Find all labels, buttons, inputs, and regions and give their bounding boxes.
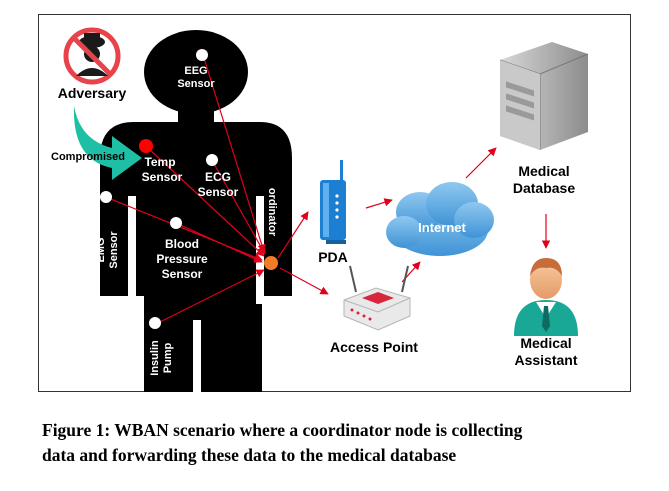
coordinator-label: Co ordinator xyxy=(253,188,278,237)
access-point-icon xyxy=(343,265,411,331)
ecg-label-1: ECG xyxy=(205,170,231,184)
temp-label-1: Temp xyxy=(144,155,175,169)
bp-label-2: Pressure xyxy=(156,252,208,266)
eeg-label-1: EEG xyxy=(184,65,207,77)
link-bp-coordinator xyxy=(177,223,263,263)
internet-label: Internet xyxy=(418,220,466,235)
link-eeg-coordinator xyxy=(203,57,266,253)
medical-assistant-label-2: Assistant xyxy=(514,352,577,368)
emg-sensor-node xyxy=(100,191,112,203)
link-emg-coordinator xyxy=(107,197,263,262)
bp-label-3: Sensor xyxy=(162,267,203,281)
bp-sensor-node xyxy=(170,217,182,229)
internet-cloud-icon xyxy=(386,182,494,256)
figure-caption: Figure 1: WBAN scenario where a coordina… xyxy=(42,418,642,468)
insulin-pump-node xyxy=(149,317,161,329)
caption-line-2: data and forwarding these data to the me… xyxy=(42,445,457,465)
link-temp-coordinator xyxy=(147,147,265,257)
temp-label-2: Sensor xyxy=(142,170,183,184)
bp-label-1: Blood xyxy=(165,237,199,251)
coordinator-node xyxy=(264,256,278,270)
access-point-label: Access Point xyxy=(330,339,418,355)
link-internet-database xyxy=(465,147,497,179)
link-insulin-coordinator xyxy=(155,269,265,325)
insulin-label: Insulin Pump xyxy=(149,340,174,376)
pda-label: PDA xyxy=(318,249,348,265)
temp-sensor-node xyxy=(139,139,153,153)
medical-assistant-label-1: Medical xyxy=(520,335,571,351)
ecg-sensor-node xyxy=(206,154,218,166)
link-pda-internet xyxy=(365,198,393,209)
adversary-arrow-icon xyxy=(73,106,142,180)
pda-icon xyxy=(320,160,346,244)
link-coordinator-pda xyxy=(277,211,309,259)
svg-text:Sensor: Sensor xyxy=(108,231,120,269)
svg-text:ordinator: ordinator xyxy=(266,188,278,237)
adversary-label: Adversary xyxy=(58,85,127,101)
svg-text:Insulin: Insulin xyxy=(149,340,161,376)
ecg-label-2: Sensor xyxy=(198,185,239,199)
medical-database-label-2: Database xyxy=(513,180,575,196)
human-body-silhouette xyxy=(100,30,292,392)
eeg-label-2: Sensor xyxy=(177,78,215,90)
emg-label: EMG Sensor xyxy=(95,231,120,269)
svg-text:Co: Co xyxy=(253,205,265,220)
adversary-icon xyxy=(63,27,121,85)
compromised-label: Compromised xyxy=(51,151,125,163)
caption-line-1: Figure 1: WBAN scenario where a coordina… xyxy=(42,420,523,440)
medical-database-label-1: Medical xyxy=(518,163,569,179)
sensor-links xyxy=(107,57,551,325)
svg-text:EMG: EMG xyxy=(95,237,107,262)
link-coordinator-accesspoint xyxy=(279,267,329,295)
svg-text:Pump: Pump xyxy=(162,342,174,373)
eeg-sensor-node xyxy=(196,49,208,61)
medical-database-server-icon xyxy=(499,42,589,150)
medical-assistant-icon xyxy=(514,258,578,336)
link-ecg-coordinator xyxy=(212,161,266,255)
